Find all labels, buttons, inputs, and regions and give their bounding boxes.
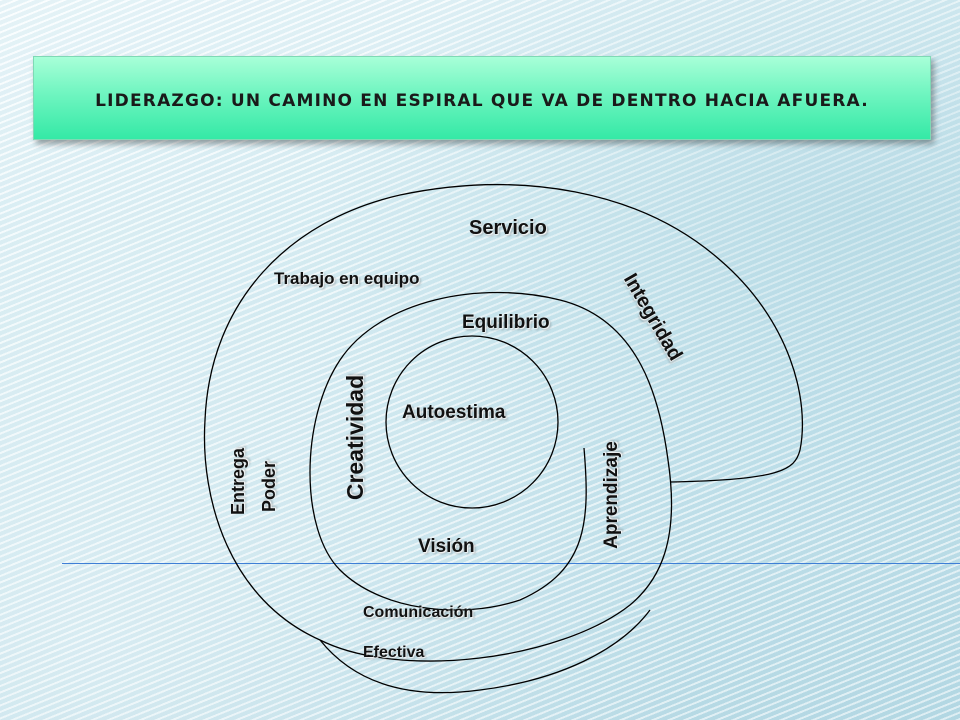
label-trabajo-en-equipo: Trabajo en equipo (274, 269, 420, 288)
label-vision: Visión (418, 536, 475, 557)
title-banner: LIDERAZGO: UN CAMINO EN ESPIRAL QUE VA D… (33, 56, 931, 140)
label-poder: Poder (259, 460, 280, 513)
page-title: LIDERAZGO: UN CAMINO EN ESPIRAL QUE VA D… (95, 91, 869, 111)
label-autoestima: Autoestima (402, 402, 506, 423)
outer-lower-path (319, 609, 651, 694)
label-comunicacion: Comunicación (363, 604, 474, 621)
label-equilibrio: Equilibrio (462, 312, 550, 333)
label-creatividad: Creatividad (342, 374, 369, 501)
label-aprendizaje: Aprendizaje (600, 441, 622, 549)
middle-spiral-path (309, 291, 673, 662)
label-entrega: Entrega (228, 447, 249, 516)
horizontal-rule (62, 563, 960, 564)
inner-circle (385, 335, 559, 509)
label-efectiva: Efectiva (363, 644, 425, 661)
outer-spiral-path (203, 184, 803, 641)
label-servicio: Servicio (469, 217, 547, 239)
